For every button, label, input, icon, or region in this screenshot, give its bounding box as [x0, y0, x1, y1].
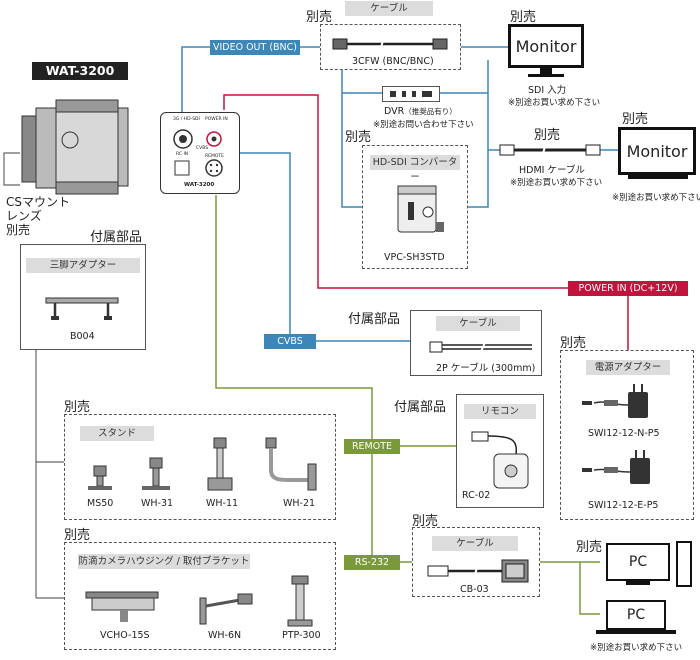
remote-model: RC-02: [462, 490, 491, 501]
housing-model-2: WH-6N: [208, 630, 242, 641]
stand-model-2: WH-31: [141, 498, 174, 509]
tripod-model: B004: [70, 331, 95, 342]
power-adapter-model-2: SWI12-12-E-P5: [588, 500, 659, 511]
power-in-tag: POWER IN (DC+12V): [568, 281, 688, 296]
cable-2p-header: ケーブル: [436, 316, 520, 331]
pc-laptop-base: [596, 630, 676, 634]
cvbs-tag: CVBS: [264, 334, 316, 349]
tripod-header: 三脚アダプター: [26, 258, 140, 273]
remote-header: リモコン: [464, 404, 536, 419]
monitor-top-sold-sep: 別売: [510, 10, 537, 25]
pc-laptop: PC: [606, 600, 666, 630]
cable-2p-accessory-label: 付属部品: [348, 312, 401, 327]
pc-desktop: PC: [606, 543, 670, 581]
dvr-contact-note: ※別途お問い合わせ下さい: [373, 120, 474, 130]
monitor-right-note: ※別途お買い求め下さい: [612, 193, 700, 203]
hdmi-note: ※別途お買い求め下さい: [510, 178, 603, 188]
remote-accessory-label: 付属部品: [394, 400, 447, 415]
stand-model-4: WH-21: [283, 498, 316, 509]
cable-top-model: 3CFW (BNC/BNC): [352, 56, 434, 67]
monitor-right-sold-sep: 別売: [622, 112, 649, 127]
video-out-tag: VIDEO OUT (BNC): [210, 40, 300, 55]
panel-cvbs-label: CVBS: [196, 146, 209, 151]
monitor-right-base: [628, 175, 688, 179]
panel-video-label: 3G / HD-SDI: [173, 117, 200, 122]
pc-desktop-tower: [676, 541, 692, 587]
monitor-top-caption: SDI 入力: [528, 85, 567, 96]
cable-cb-sold-sep: 別売: [412, 514, 439, 529]
cs-mount-label: CSマウント: [6, 195, 70, 209]
pc-laptop-label: PC: [626, 607, 646, 623]
housing-model-3: PTP-300: [282, 630, 321, 641]
monitor-top: Monitor: [508, 24, 584, 68]
monitor-top-label: Monitor: [515, 37, 577, 56]
monitor-top-base: [528, 74, 564, 77]
stand-model-3: WH-11: [206, 498, 239, 509]
pc-desktop-base: [626, 581, 650, 585]
dvr-box: [382, 86, 440, 102]
panel-power-label: POWER IN: [205, 117, 228, 122]
remote-tag: REMOTE: [344, 439, 400, 454]
pc-sold-sep: 別売: [576, 540, 603, 555]
panel-remote-label: REMOTE: [205, 154, 224, 159]
stand-header: スタンド: [80, 426, 154, 441]
housing-header: 防滴カメラハウジング / 取付ブラケット: [78, 554, 250, 569]
pc-note: ※別途お買い求め下さい: [590, 643, 683, 653]
tripod-accessory-label: 付属部品: [90, 230, 143, 245]
lens-label: レンズ: [6, 209, 42, 223]
housing-model-1: VCHO-15S: [100, 630, 150, 641]
monitor-top-note: ※別途お買い求め下さい: [508, 98, 601, 108]
housing-sold-sep: 別売: [64, 528, 91, 543]
power-adapter-sold-sep: 別売: [560, 336, 587, 351]
pc-desktop-label: PC: [628, 554, 648, 570]
hdmi-sold-sep: 別売: [534, 128, 561, 143]
stand-model-1: MS50: [87, 498, 114, 509]
cable-cb-model: CB-03: [460, 584, 489, 595]
cable-cb-header: ケーブル: [432, 536, 518, 551]
monitor-right-label: Monitor: [626, 142, 688, 161]
converter-sold-sep: 別売: [345, 130, 372, 145]
stand-sold-sep: 別売: [64, 400, 91, 415]
hdmi-caption: HDMI ケーブル: [519, 165, 585, 176]
power-adapter-model-1: SWI12-12-N-P5: [588, 428, 660, 439]
power-adapter-header: 電源アダプター: [586, 360, 670, 375]
converter-model: VPC-SH3STD: [384, 252, 445, 263]
cable-top-header: ケーブル: [345, 1, 433, 16]
panel-model-label: WAT-3200: [184, 182, 215, 188]
rs232-tag: RS-232: [344, 555, 400, 570]
cable-top-sold-sep: 別売: [306, 10, 333, 25]
cable-2p-caption: 2P ケーブル (300mm): [436, 363, 536, 374]
power-adapter-group: [560, 350, 694, 520]
camera-model-label: WAT-3200: [32, 62, 128, 80]
converter-header: HD-SDI コンバーター: [370, 155, 460, 183]
camera-rear-panel: [160, 112, 240, 194]
lens-sold-separately: 別売: [6, 223, 31, 237]
monitor-top-stand: [540, 68, 552, 74]
monitor-right: Monitor: [618, 127, 696, 175]
panel-rc-label: RC IN: [176, 152, 189, 157]
dvr-name: DVR（推奨品有り）: [384, 106, 457, 117]
